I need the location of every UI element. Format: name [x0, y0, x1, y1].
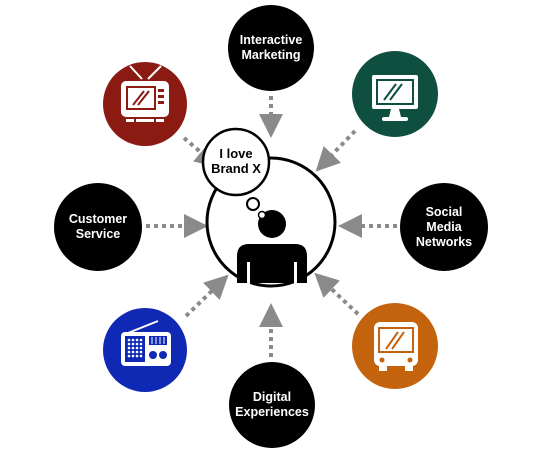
thought-bubble: [201, 127, 271, 197]
digital-experiences-line-2: Experiences: [235, 405, 309, 419]
interactive-marketing-line-1: Interactive: [239, 33, 303, 47]
social-media-label: Social Media Networks: [400, 203, 488, 251]
tv-icon: [121, 65, 169, 122]
digital-experiences-node: [229, 362, 315, 448]
digital-experiences-label: Digital Experiences: [229, 387, 315, 423]
customer-service-label: Customer Service: [54, 209, 142, 245]
social-media-line-1: Social: [425, 204, 463, 219]
digital-experiences-line-1: Digital: [252, 390, 292, 404]
monitor-icon: [372, 75, 418, 121]
connectors: [146, 96, 397, 357]
connector-topleft: [182, 136, 220, 168]
customer-service-node: [54, 183, 142, 271]
thought-line-1: I love: [219, 146, 253, 161]
connector-topright: [315, 129, 357, 172]
customer-service-line-1: Customer: [68, 212, 128, 226]
social-media-line-3: Networks: [415, 234, 473, 249]
customer-service-line-2: Service: [75, 227, 121, 241]
connector-bottomright: [314, 272, 360, 316]
interactive-marketing-line-2: Marketing: [241, 48, 301, 62]
social-media-node: [400, 183, 488, 271]
bus-icon: [374, 322, 418, 371]
radio-icon: [121, 320, 171, 366]
interactive-marketing-label: Interactive Marketing: [228, 30, 314, 66]
thought-text: I love Brand X: [203, 144, 269, 178]
social-media-line-2: Media: [426, 219, 462, 234]
thought-dot-large: [246, 197, 260, 211]
thought-line-2: Brand X: [211, 161, 261, 176]
interactive-marketing-node: [228, 5, 314, 91]
thought-dot-small: [257, 210, 267, 220]
connector-bottomleft: [184, 274, 229, 318]
